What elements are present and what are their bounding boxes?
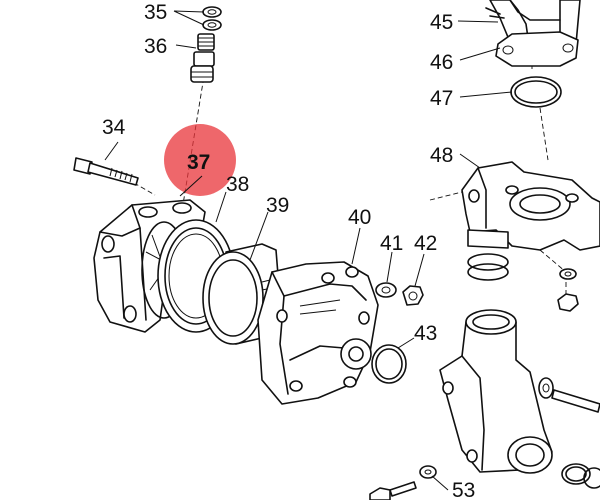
lower-right-hardware bbox=[538, 377, 600, 489]
label-part-38: 38 bbox=[226, 173, 249, 196]
leader-lines bbox=[104, 10, 513, 491]
label-part-47: 47 bbox=[430, 87, 453, 110]
part-40-pump-body bbox=[257, 261, 379, 405]
label-part-37: 37 bbox=[187, 151, 210, 174]
part-labels: 35 36 34 37 38 39 40 41 42 43 45 46 47 4… bbox=[102, 1, 475, 500]
part-53-washer bbox=[419, 465, 437, 479]
small-hardware-right bbox=[557, 268, 579, 312]
label-part-41: 41 bbox=[380, 232, 403, 255]
label-part-40: 40 bbox=[348, 206, 371, 229]
part-43-o-ring bbox=[371, 344, 407, 384]
part-46-flange bbox=[495, 31, 579, 67]
label-part-53: 53 bbox=[452, 479, 475, 500]
highlight-marker bbox=[164, 124, 236, 196]
part-36-fitting bbox=[190, 33, 215, 83]
part-35-washers bbox=[202, 6, 222, 31]
label-part-39: 39 bbox=[266, 194, 289, 217]
label-part-46: 46 bbox=[430, 51, 453, 74]
label-part-48: 48 bbox=[430, 144, 453, 167]
bottom-bolt bbox=[369, 481, 417, 500]
label-part-43: 43 bbox=[414, 322, 437, 345]
part-34-bolt bbox=[73, 157, 139, 186]
label-part-45: 45 bbox=[430, 11, 453, 34]
part-41-washer bbox=[375, 282, 397, 298]
label-part-35: 35 bbox=[144, 1, 167, 24]
label-part-34: 34 bbox=[102, 116, 126, 139]
part-42-nut bbox=[402, 285, 424, 306]
part-48-manifold-upper bbox=[461, 161, 600, 281]
part-47-o-ring bbox=[510, 76, 562, 108]
lower-manifold bbox=[439, 309, 553, 474]
label-part-42: 42 bbox=[414, 232, 437, 255]
label-part-36: 36 bbox=[144, 35, 167, 58]
